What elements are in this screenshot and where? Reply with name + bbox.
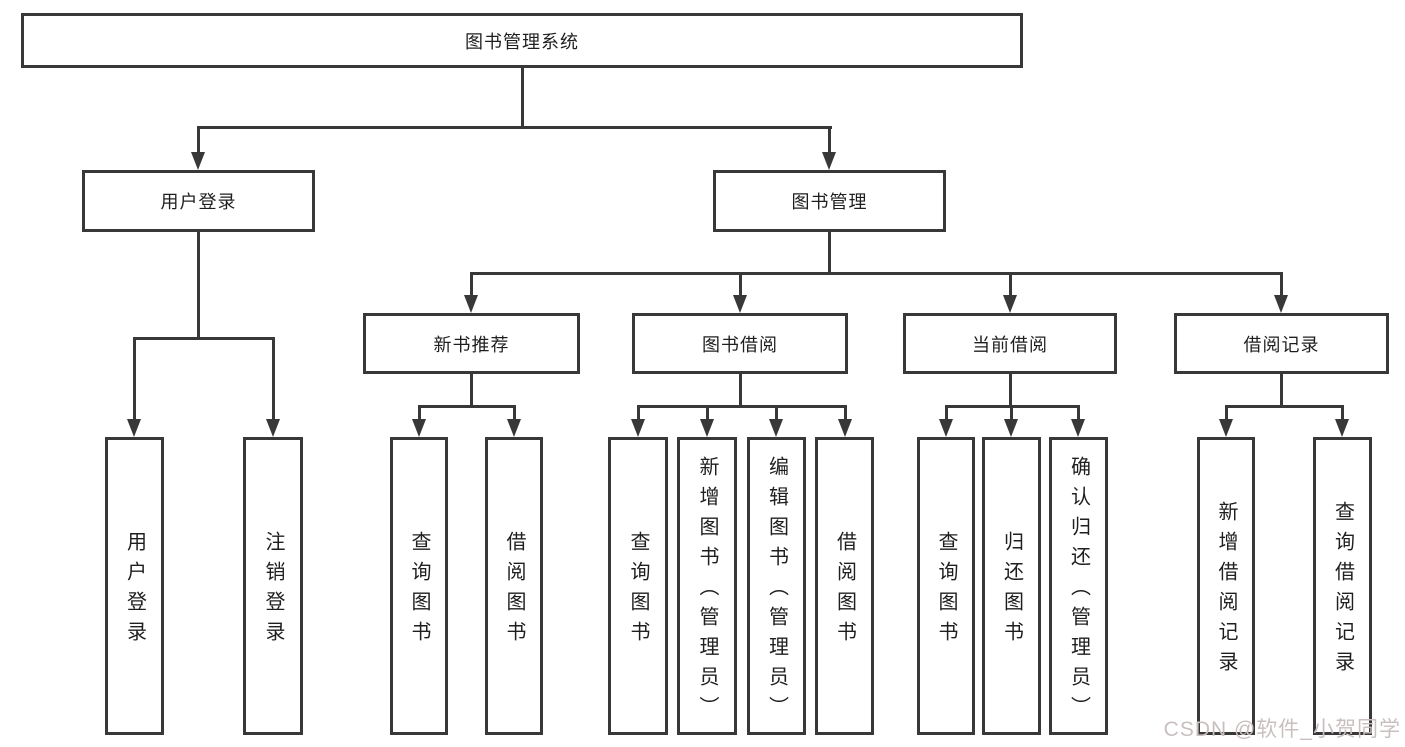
arrowhead-down-icon — [1335, 419, 1349, 437]
node-current-borrow: 当前借阅 — [903, 313, 1117, 374]
connector-line — [1280, 374, 1283, 408]
connector-line — [1009, 272, 1012, 297]
connector-line — [513, 405, 516, 421]
node-book-mgmt-label: 图书管理 — [791, 192, 868, 212]
leaf-label: 新增借阅记录 — [1215, 501, 1237, 681]
connector-line — [197, 126, 832, 129]
leaf-label: 用户登录 — [123, 531, 146, 651]
node-new-book-recommend-label: 新书推荐 — [433, 334, 510, 355]
arrowhead-down-icon — [838, 419, 852, 437]
arrowhead-down-icon — [127, 419, 141, 437]
arrowhead-down-icon — [507, 419, 521, 437]
connector-line — [133, 337, 275, 340]
leaf-label: 新增图书（管理员） — [696, 456, 718, 726]
node-user-login: 用户登录 — [82, 170, 315, 232]
leaf-label: 查询图书 — [935, 531, 957, 651]
arrowhead-down-icon — [464, 295, 478, 313]
connector-line — [828, 232, 831, 275]
leaf-label: 查询图书 — [408, 531, 430, 651]
node-leaf-cb-return-book: 归还图书 — [982, 437, 1041, 735]
node-current-borrow-label: 当前借阅 — [972, 334, 1048, 355]
connector-line — [133, 337, 136, 421]
connector-line — [1077, 405, 1080, 421]
node-leaf-br-add-record: 新增借阅记录 — [1197, 437, 1255, 735]
arrowhead-down-icon — [822, 152, 836, 170]
arrowhead-down-icon — [191, 152, 205, 170]
arrowhead-down-icon — [1274, 295, 1288, 313]
node-new-book-recommend: 新书推荐 — [363, 313, 580, 374]
node-leaf-nb-borrow-book: 借阅图书 — [485, 437, 543, 735]
leaf-label: 归还图书 — [1000, 531, 1023, 651]
connector-line — [521, 68, 524, 128]
node-leaf-cb-confirm-return-admin: 确认归还（管理员） — [1049, 437, 1108, 735]
arrowhead-down-icon — [1004, 419, 1018, 437]
connector-line — [470, 272, 473, 297]
node-borrow-records: 借阅记录 — [1174, 313, 1389, 374]
node-book-borrow: 图书借阅 — [632, 313, 848, 374]
connector-line — [418, 405, 421, 421]
connector-line — [197, 126, 200, 154]
node-leaf-bb-query-book: 查询图书 — [608, 437, 668, 735]
arrowhead-down-icon — [939, 419, 953, 437]
arrowhead-down-icon — [769, 419, 783, 437]
arrowhead-down-icon — [1219, 419, 1233, 437]
connector-line — [418, 405, 516, 408]
leaf-label: 确认归还（管理员） — [1067, 456, 1090, 726]
connector-line — [1280, 272, 1283, 297]
node-book-mgmt: 图书管理 — [713, 170, 946, 232]
node-leaf-nb-query-book: 查询图书 — [390, 437, 448, 735]
connector-line — [739, 374, 742, 408]
connector-line — [272, 337, 275, 421]
arrowhead-down-icon — [1071, 419, 1085, 437]
connector-line — [470, 374, 473, 408]
connector-line — [637, 405, 640, 421]
connector-line — [197, 232, 200, 340]
connector-line — [945, 405, 948, 421]
connector-line — [1010, 405, 1013, 421]
connector-line — [470, 272, 1283, 275]
arrowhead-down-icon — [631, 419, 645, 437]
leaf-label: 借阅图书 — [503, 531, 525, 651]
leaf-label: 编辑图书（管理员） — [765, 456, 788, 726]
leaf-label: 查询借阅记录 — [1331, 501, 1354, 681]
connector-line — [1225, 405, 1228, 421]
connector-line — [844, 405, 847, 421]
leaf-label: 注销登录 — [262, 531, 284, 651]
node-root-label: 图书管理系统 — [465, 31, 579, 52]
node-leaf-br-query-record: 查询借阅记录 — [1313, 437, 1372, 735]
connector-line — [775, 405, 778, 421]
connector-line — [1225, 405, 1344, 408]
node-user-login-label: 用户登录 — [160, 192, 237, 212]
arrowhead-down-icon — [700, 419, 714, 437]
node-leaf-cb-query-book: 查询图书 — [917, 437, 975, 735]
node-root: 图书管理系统 — [21, 13, 1023, 68]
csdn-watermark: CSDN @软件_小贺同学 — [1163, 718, 1401, 741]
connector-line — [637, 405, 847, 408]
leaf-label: 查询图书 — [627, 531, 649, 651]
connector-line — [1009, 374, 1012, 408]
node-book-borrow-label: 图书借阅 — [702, 334, 778, 355]
leaf-label: 借阅图书 — [833, 531, 856, 651]
node-leaf-bb-edit-book-admin: 编辑图书（管理员） — [747, 437, 806, 735]
arrowhead-down-icon — [266, 419, 280, 437]
node-leaf-bb-add-book-admin: 新增图书（管理员） — [677, 437, 737, 735]
node-leaf-logout: 注销登录 — [243, 437, 303, 735]
connector-line — [706, 405, 709, 421]
node-leaf-user-login: 用户登录 — [105, 437, 164, 735]
connector-line — [828, 126, 831, 154]
node-borrow-records-label: 借阅记录 — [1243, 334, 1320, 355]
connector-line — [739, 272, 742, 297]
arrowhead-down-icon — [733, 295, 747, 313]
arrowhead-down-icon — [412, 419, 426, 437]
node-leaf-bb-borrow-book: 借阅图书 — [815, 437, 874, 735]
connector-line — [1341, 405, 1344, 421]
arrowhead-down-icon — [1003, 295, 1017, 313]
